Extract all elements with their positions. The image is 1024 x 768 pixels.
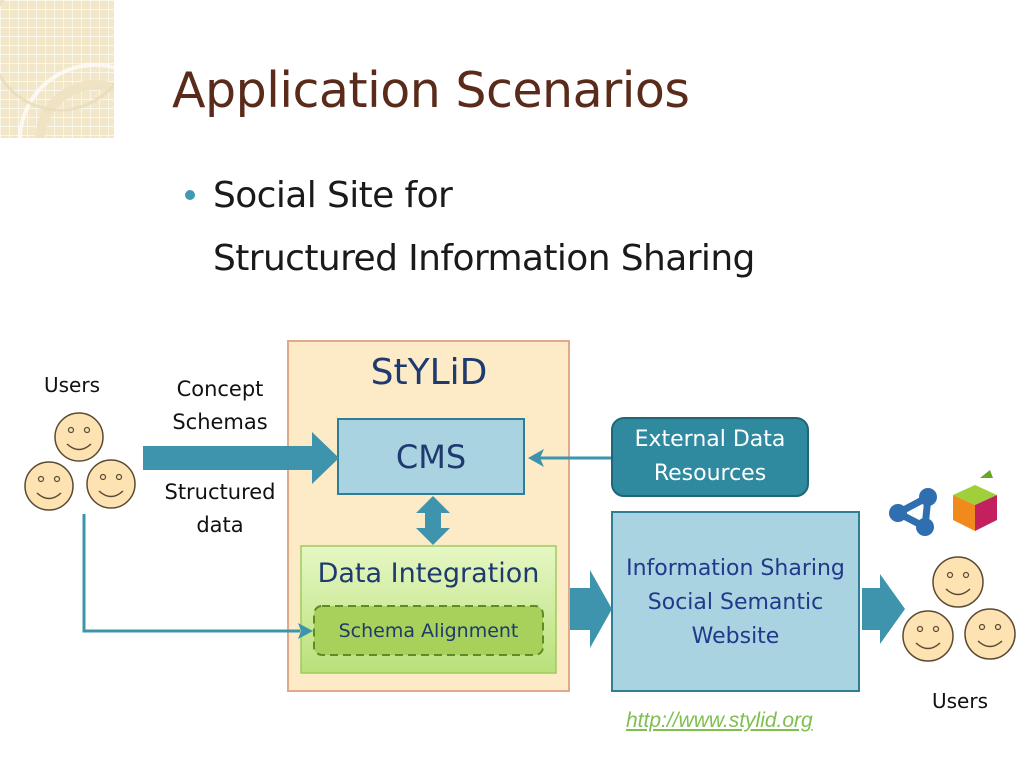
cms-label: CMS	[395, 438, 467, 476]
smiley-face-icon	[932, 556, 984, 608]
stylid-link[interactable]: http://www.stylid.org	[626, 709, 813, 732]
external-to-cms-arrowhead	[528, 449, 544, 467]
data-integration-label: Data Integration	[317, 558, 540, 589]
info-sharing-label-1: Information Sharing	[626, 556, 845, 581]
users-left-label: Users	[44, 373, 101, 397]
users-right-label: Users	[932, 689, 989, 713]
users-to-cms-arrow	[143, 432, 339, 484]
bullet-line-1: Social Site for	[213, 175, 453, 216]
schema-alignment-box	[313, 605, 544, 656]
cms-integration-arrow	[416, 496, 450, 545]
concept-label-2: Schemas	[172, 410, 268, 434]
concept-label-1: Concept	[176, 377, 264, 401]
users-to-schema-arrowhead	[298, 623, 313, 639]
smiley-face-icon	[964, 608, 1016, 660]
external-label-2: Resources	[653, 461, 767, 486]
integration-to-website-arrow	[570, 570, 612, 648]
bullet-dot	[185, 190, 195, 200]
smiley-face-icon	[24, 461, 74, 511]
info-sharing-label-3: Website	[691, 624, 780, 649]
info-sharing-label-2: Social Semantic	[647, 590, 824, 615]
corner-decoration	[0, 0, 114, 138]
stylid-label: StYLiD	[370, 352, 488, 393]
external-data-box	[611, 417, 809, 497]
website-to-users-arrow	[862, 574, 905, 644]
external-label-1: External Data	[634, 427, 786, 452]
smiley-face-icon	[86, 459, 136, 509]
cms-box	[337, 418, 525, 495]
page-title: Application Scenarios	[172, 62, 690, 119]
structured-label-2: data	[196, 513, 244, 537]
info-sharing-box	[611, 511, 860, 692]
schema-alignment-label: Schema Alignment	[338, 620, 519, 642]
cube-icon	[953, 470, 997, 531]
bullet-line-2: Structured Information Sharing	[213, 238, 755, 279]
network-graph-icon	[889, 488, 937, 536]
smiley-face-icon	[902, 610, 954, 662]
smiley-face-icon	[54, 412, 104, 462]
structured-label-1: Structured	[164, 480, 276, 504]
